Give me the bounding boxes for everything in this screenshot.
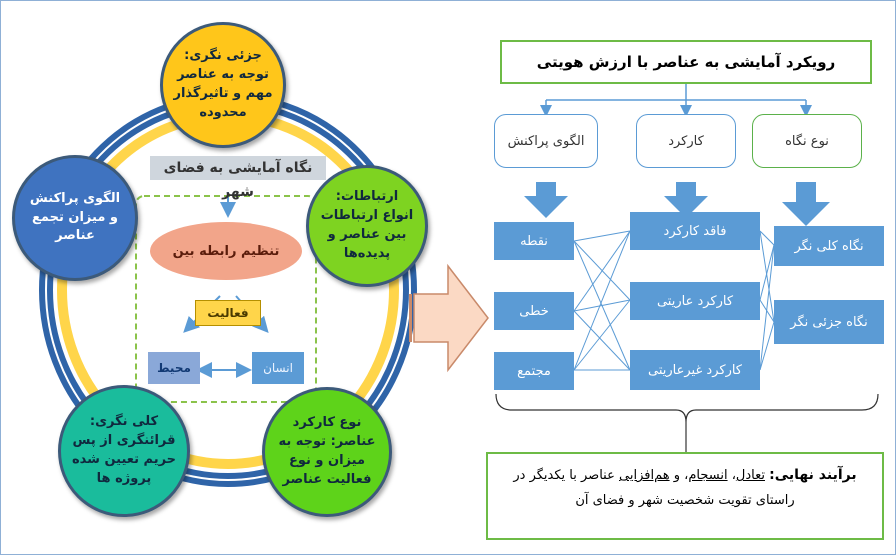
word-cohesion: انسجام [688, 468, 728, 483]
pattern-item-point: نقطه [494, 222, 574, 260]
category-distribution-pattern: الگوی پراکنش [494, 114, 598, 168]
circle-bottom-left-holistic-view: کلی نگری: قرائنگری از پس حریم تعیین شده … [58, 385, 190, 517]
view-item-partial: نگاه جزئی نگر [774, 300, 884, 344]
big-right-arrow [413, 263, 489, 373]
sep-2: ، و [669, 468, 689, 483]
pattern-item-linear: خطی [494, 292, 574, 330]
word-balance: تعادل [735, 468, 765, 483]
function-item-none: فاقد کارکرد [630, 212, 760, 250]
view-item-holistic: نگاه کلی نگر [774, 226, 884, 266]
function-item-borrowed: کارکرد عاریتی [630, 282, 760, 320]
final-outcome-line-2: راستای تقویت شخصیت شهر و فضای آن [575, 492, 795, 508]
approach-title: رویکرد آمایشی به عناصر با ارزش هویتی [500, 40, 872, 84]
environment-box: محیط [148, 352, 200, 384]
category-view-type: نوع نگاه [752, 114, 862, 168]
function-item-non-borrowed: کارکرد غیرعاریتی [630, 350, 760, 390]
final-outcome-label: برآیند نهایی: [769, 467, 857, 483]
final-outcome-rest: عناصر با یکدیگر در [513, 468, 619, 483]
relationship-ellipse: تنظیم رابطه بین [150, 222, 302, 280]
human-box: انسان [252, 352, 304, 384]
category-function: کارکرد [636, 114, 736, 168]
circle-top-partial-view: جزئی نگری: توجه به عناصر مهم و تاثیرگذار… [160, 22, 286, 148]
circle-left-distribution-pattern: الگوی پراکنش و میزان تجمع عناصر [12, 155, 138, 281]
final-outcome-line-1: برآیند نهایی: تعادل، انسجام، و هم‌افزایی… [488, 462, 882, 489]
final-outcome-box: برآیند نهایی: تعادل، انسجام، و هم‌افزایی… [486, 452, 884, 540]
city-space-band: نگاه آمایشی به فضای شهر [150, 156, 326, 200]
bottom-bracket [495, 393, 879, 423]
activity-box: فعالیت [195, 300, 261, 326]
circle-bottom-right-function-type: نوع کارکرد عناصر: توجه به میزان و نوع فع… [262, 387, 392, 517]
word-synergy: هم‌افزایی [619, 468, 670, 483]
inner-dashed-box [135, 195, 317, 403]
circle-right-relations: ارتباطات: انواع ارتباطات بین عناصر و پدی… [306, 165, 428, 287]
pattern-item-complex: مجتمع [494, 352, 574, 390]
sep-1: ، [727, 468, 736, 483]
